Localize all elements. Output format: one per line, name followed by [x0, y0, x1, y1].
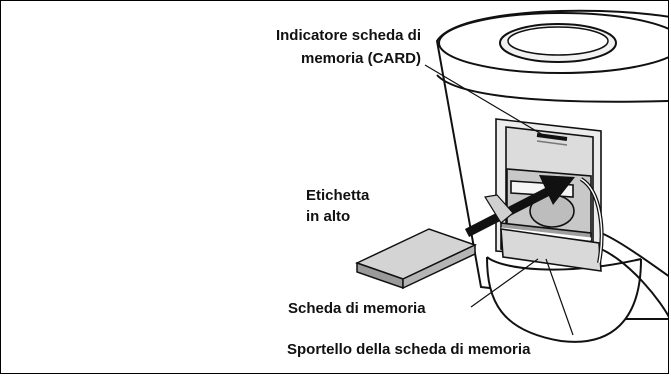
label-side-up-line1: Etichetta — [306, 187, 370, 204]
card-indicator-label-line2: memoria (CARD) — [300, 50, 421, 67]
insert-arrow — [464, 175, 575, 238]
device-base — [486, 232, 668, 343]
label-side-up-line2: in alto — [306, 208, 351, 225]
leader-lines — [424, 64, 574, 336]
card-indicator-label: Indicatore scheda di memoria (CARD) — [181, 26, 421, 68]
card-door-label: Sportello della scheda di memoria — [287, 341, 531, 358]
card-door — [500, 177, 604, 272]
memory-card — [355, 228, 477, 290]
label-side-up-label: Etichetta in alto — [306, 186, 369, 226]
card-indicator-label-line1: Indicatore scheda di — [275, 27, 421, 44]
memory-card-label: Scheda di memoria — [288, 300, 426, 317]
